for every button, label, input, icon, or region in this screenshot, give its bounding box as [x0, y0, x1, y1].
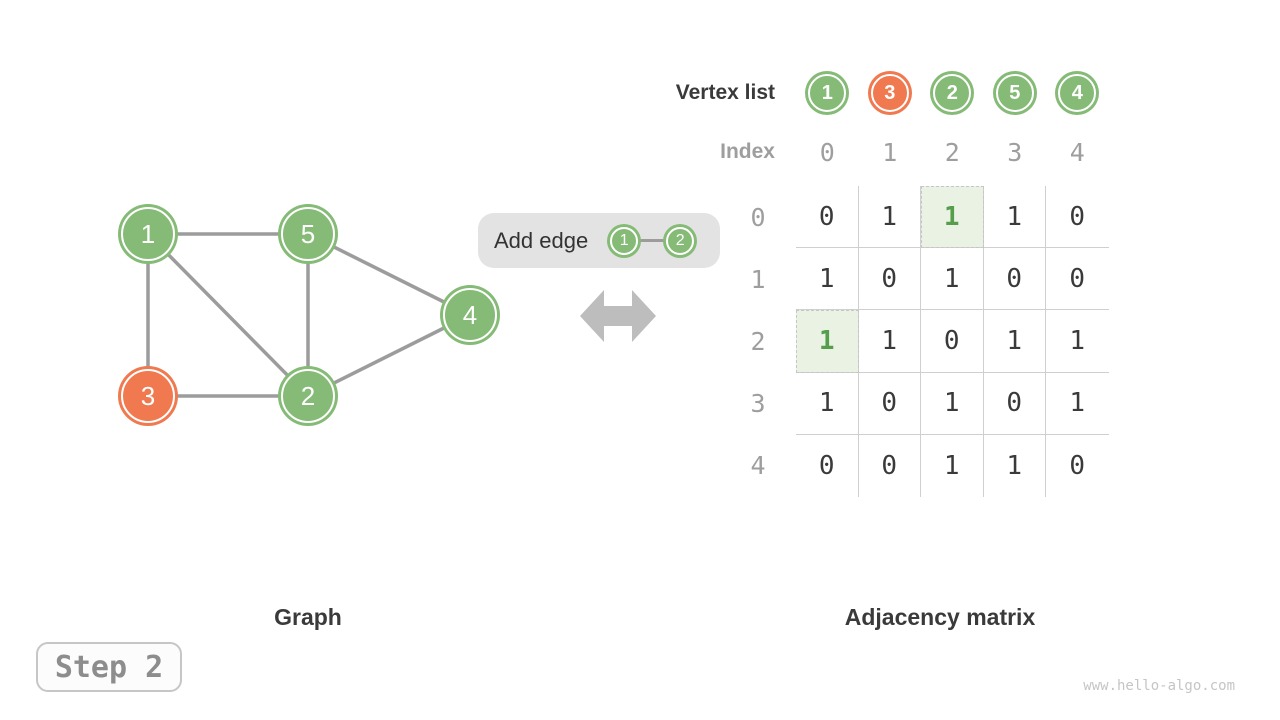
- vertex-slot: 4: [1046, 71, 1109, 115]
- watermark: www.hello-algo.com: [1083, 678, 1235, 694]
- matrix-cell-r0-c4: 0: [1046, 186, 1109, 249]
- matrix-cell-r0-c0: 0: [796, 186, 859, 249]
- graph-node-4: 4: [443, 288, 497, 342]
- row-label-1: 1: [750, 264, 766, 294]
- matrix-cell-r4-c4: 0: [1069, 450, 1086, 481]
- double-arrow-icon: [580, 290, 656, 342]
- vertex-slot: 5: [984, 71, 1047, 115]
- vertex-chip-1: 1: [808, 74, 847, 112]
- matrix-cell-r2-c3: 1: [983, 310, 1046, 373]
- index-cell-4: 4: [1069, 137, 1085, 167]
- index-row: 0 1 2 3 4: [796, 121, 1109, 183]
- matrix-cell-r4-c1: 0: [859, 434, 921, 497]
- graph-node-2: 2: [281, 369, 335, 423]
- step-badge: Step 2: [36, 642, 182, 692]
- matrix-cell-r3-c3: 0: [983, 372, 1046, 435]
- matrix-cell-r1-c0: 1: [796, 248, 859, 311]
- vertex-chip-3: 3: [870, 74, 909, 112]
- matrix-cell-r1-c1: 0: [858, 248, 921, 311]
- add-edge-node-2: 2: [666, 226, 695, 255]
- vertex-chip-2: 2: [933, 74, 972, 112]
- matrix-cell-r2-c2: 0: [921, 310, 984, 373]
- graph-node-5: 5: [281, 207, 335, 261]
- matrix-cell-r2-c0: 1: [796, 310, 859, 373]
- add-edge-label: Add edge: [494, 227, 589, 253]
- matrix-cell-r4-c2: 1: [921, 434, 984, 497]
- matrix-title: Adjacency matrix: [844, 604, 1036, 630]
- matrix-cell-r4-c0: 0: [796, 434, 859, 497]
- index-cell-3: 3: [1007, 137, 1023, 167]
- matrix-cell-r3-c2: 1: [921, 372, 984, 435]
- step-label: Step 2: [54, 649, 164, 685]
- vertex-list-label: Vertex list: [675, 81, 775, 104]
- vertex-chip-5: 5: [995, 74, 1034, 112]
- matrix-row-labels: 0 1 2 3 4: [727, 186, 789, 497]
- matrix-cell-r3-c1: 0: [858, 372, 921, 435]
- row-label-4: 4: [750, 451, 766, 481]
- matrix-cell-r4-c3: 1: [984, 434, 1046, 497]
- matrix-cell-r3-c4: 1: [1046, 373, 1109, 435]
- matrix-cell-r2-c4: 1: [1046, 310, 1109, 373]
- row-label-2: 2: [750, 326, 766, 356]
- matrix-cell-r2-c1: 1: [858, 310, 921, 373]
- add-edge-connector: [638, 239, 667, 242]
- index-cell-1: 1: [882, 137, 898, 167]
- matrix-cell-r0-c3: 1: [983, 186, 1046, 249]
- matrix-cell-r1-c2: 1: [921, 248, 984, 311]
- vertex-chip-4: 4: [1058, 74, 1097, 112]
- index-cell-0: 0: [819, 137, 835, 167]
- row-label-3: 3: [750, 389, 766, 419]
- vertex-slot: 3: [859, 71, 922, 115]
- row-label-0: 0: [750, 202, 766, 232]
- matrix-cell-r1-c3: 0: [983, 248, 1046, 311]
- matrix-cell-r3-c0: 1: [796, 372, 859, 435]
- add-edge-node-1: 1: [610, 226, 639, 255]
- matrix-cell-r0-c2: 1: [921, 186, 984, 249]
- graph-edge-1-2: [146, 232, 310, 398]
- matrix-cell-r1-c4: 0: [1046, 248, 1109, 311]
- index-label: Index: [720, 140, 775, 163]
- graph-node-1: 1: [121, 207, 175, 261]
- vertex-slot: 2: [921, 71, 984, 115]
- graph-title: Graph: [274, 604, 342, 630]
- vertex-slot: 1: [796, 71, 859, 115]
- graph-node-3: 3: [121, 369, 175, 423]
- index-cell-2: 2: [944, 137, 960, 167]
- matrix-cell-r0-c1: 1: [858, 186, 921, 249]
